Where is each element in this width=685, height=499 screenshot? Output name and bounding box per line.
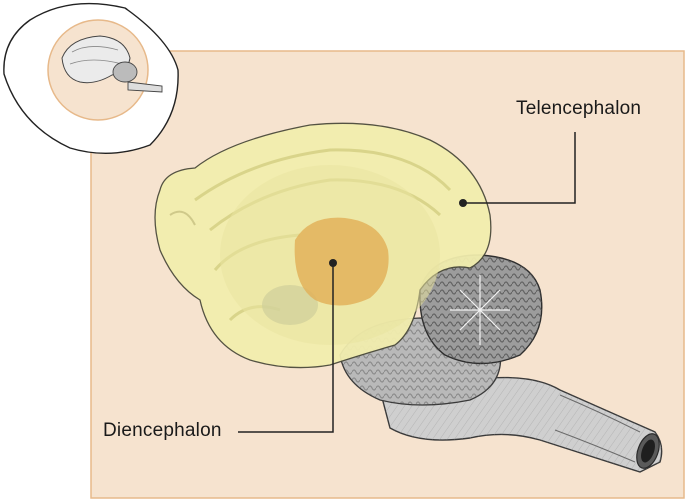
- diencephalon-leader: [238, 259, 337, 433]
- label-diencephalon: Diencephalon: [103, 420, 222, 441]
- brain-thumbnail-icon: [3, 2, 179, 154]
- telencephalon-leader: [459, 132, 576, 207]
- label-telencephalon: Telencephalon: [516, 98, 642, 119]
- cerebellum: [419, 254, 543, 365]
- diencephalon: [294, 217, 389, 306]
